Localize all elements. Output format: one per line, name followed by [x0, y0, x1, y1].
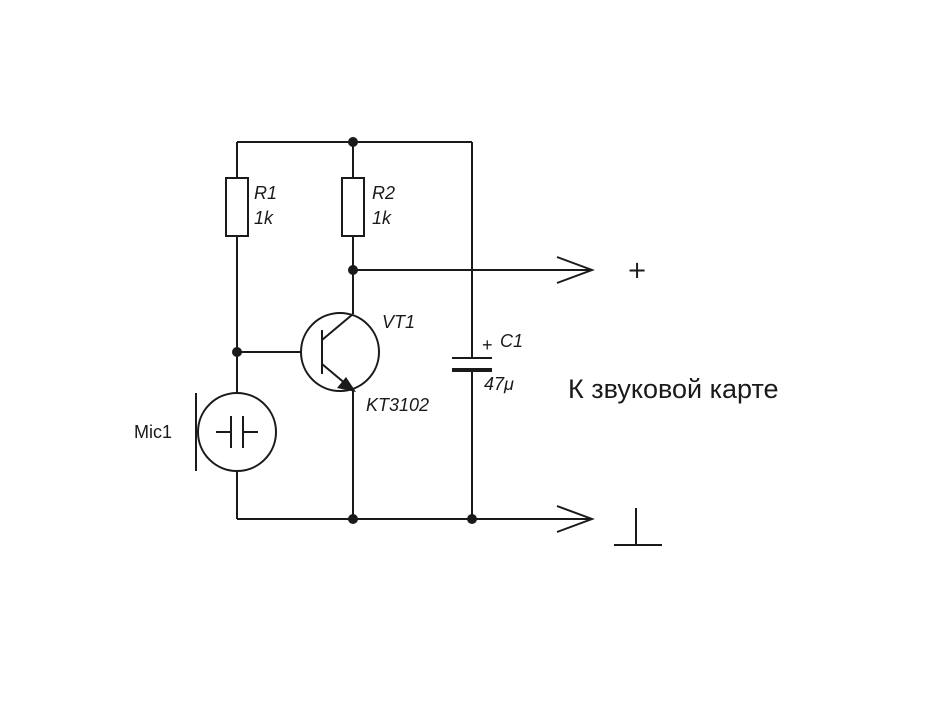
r2-ref-label: R2	[372, 183, 395, 203]
positive-arrow	[556, 256, 595, 284]
r1-ref-label: R1	[254, 183, 277, 203]
resistor-r1	[225, 177, 249, 237]
transistor-vt1	[300, 312, 380, 392]
capacitor-plate-bottom	[452, 368, 492, 372]
ground-arrow	[556, 505, 595, 533]
positive-output-label: +	[627, 256, 647, 284]
junction-dot	[348, 514, 358, 524]
transistor-collector	[321, 313, 354, 341]
resistor-r2	[341, 177, 365, 237]
junction-dot	[348, 137, 358, 147]
junction-dot	[232, 347, 242, 357]
junction-dot	[348, 265, 358, 275]
c1-ref-label: C1	[500, 331, 523, 351]
destination-label: К звуковой карте	[568, 374, 779, 404]
vt1-part-label: KT3102	[366, 395, 429, 415]
microphone-mic1	[197, 392, 277, 472]
emitter-arrow	[337, 377, 356, 392]
c1-polarity-label: +	[482, 335, 493, 355]
vt1-ref-label: VT1	[382, 312, 415, 332]
mic1-ref-label: Mic1	[134, 422, 172, 442]
r2-value-label: 1k	[372, 208, 392, 228]
c1-value-label: 47μ	[484, 374, 514, 394]
r1-value-label: 1k	[254, 208, 274, 228]
junction-dot	[467, 514, 477, 524]
